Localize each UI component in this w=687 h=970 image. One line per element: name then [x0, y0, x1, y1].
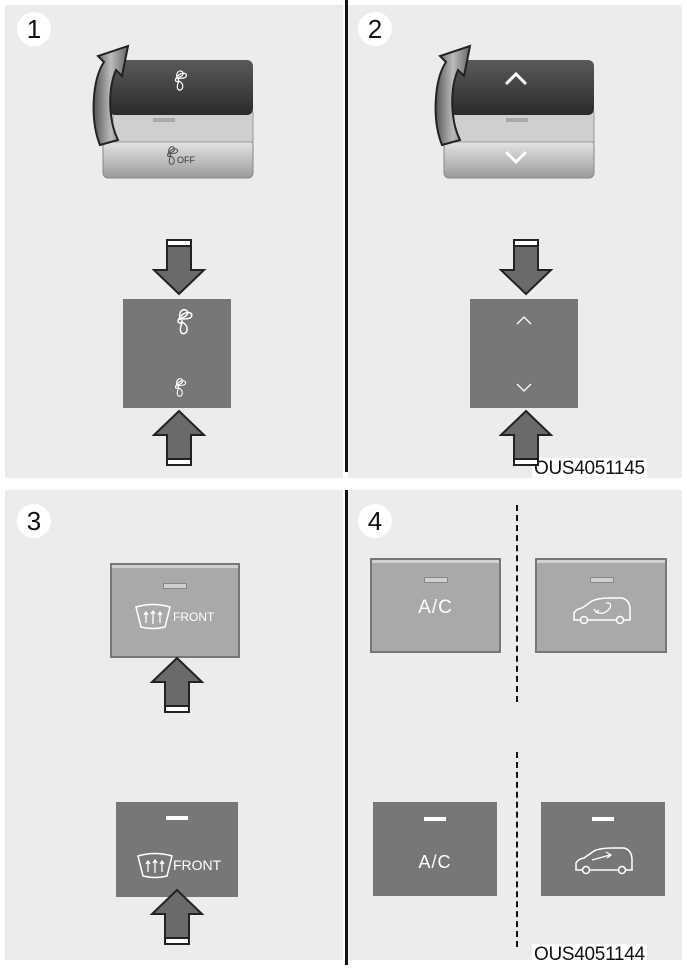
press-arrow-icon [153, 239, 205, 295]
rotate-arrow-icon [92, 44, 130, 147]
fan-speed-switch[interactable] [123, 299, 231, 408]
fan-knob-illustration [102, 60, 254, 179]
fan-high-icon [177, 308, 193, 335]
front-defrost-label: FRONT [173, 610, 215, 624]
recirculation-button-raised[interactable] [535, 558, 667, 653]
ac-label: A/C [418, 597, 453, 618]
front-defrost-button-raised[interactable] [110, 563, 240, 658]
front-defrost-icon [135, 603, 171, 630]
figure-code-top: OUS4051145 [532, 458, 647, 480]
front-defrost-label: FRONT [173, 857, 222, 873]
vertical-divider-top [345, 0, 348, 472]
air-recirculation-icon [573, 597, 631, 625]
press-arrow-icon [500, 410, 552, 466]
indicator-light-on [424, 817, 446, 821]
chevron-down-icon [504, 150, 528, 165]
ac-button-raised[interactable] [370, 558, 501, 653]
dashed-separator-top [516, 505, 518, 702]
dashed-separator-bottom [516, 752, 518, 947]
press-arrow-icon [153, 410, 205, 466]
chevron-up-icon [516, 316, 532, 325]
indicator-light-on [592, 817, 614, 821]
indicator-light-on [166, 816, 188, 820]
step-number-3: 3 [17, 504, 51, 538]
fan-low-icon [174, 378, 187, 397]
ac-label: A/C [418, 852, 452, 872]
fan-icon [174, 70, 188, 91]
press-arrow-icon [151, 657, 203, 713]
vertical-divider-bottom [345, 490, 348, 965]
indicator-light [590, 577, 614, 583]
indicator-light [424, 577, 448, 583]
press-arrow-icon [151, 889, 203, 945]
indicator-light [163, 583, 187, 589]
chevron-up-icon [504, 71, 528, 86]
step-number-1: 1 [17, 12, 51, 46]
press-arrow-icon [500, 239, 552, 295]
temperature-knob-illustration [443, 60, 595, 179]
chevron-down-icon [516, 383, 532, 392]
air-recirculation-icon [575, 847, 633, 875]
figure-code-bottom: OUS4051144 [532, 944, 647, 966]
front-defrost-icon [137, 852, 173, 879]
fan-off-label: OFF [177, 155, 195, 165]
rotate-arrow-icon [434, 44, 472, 147]
step-number-2: 2 [358, 12, 392, 46]
step-number-4: 4 [358, 504, 392, 538]
